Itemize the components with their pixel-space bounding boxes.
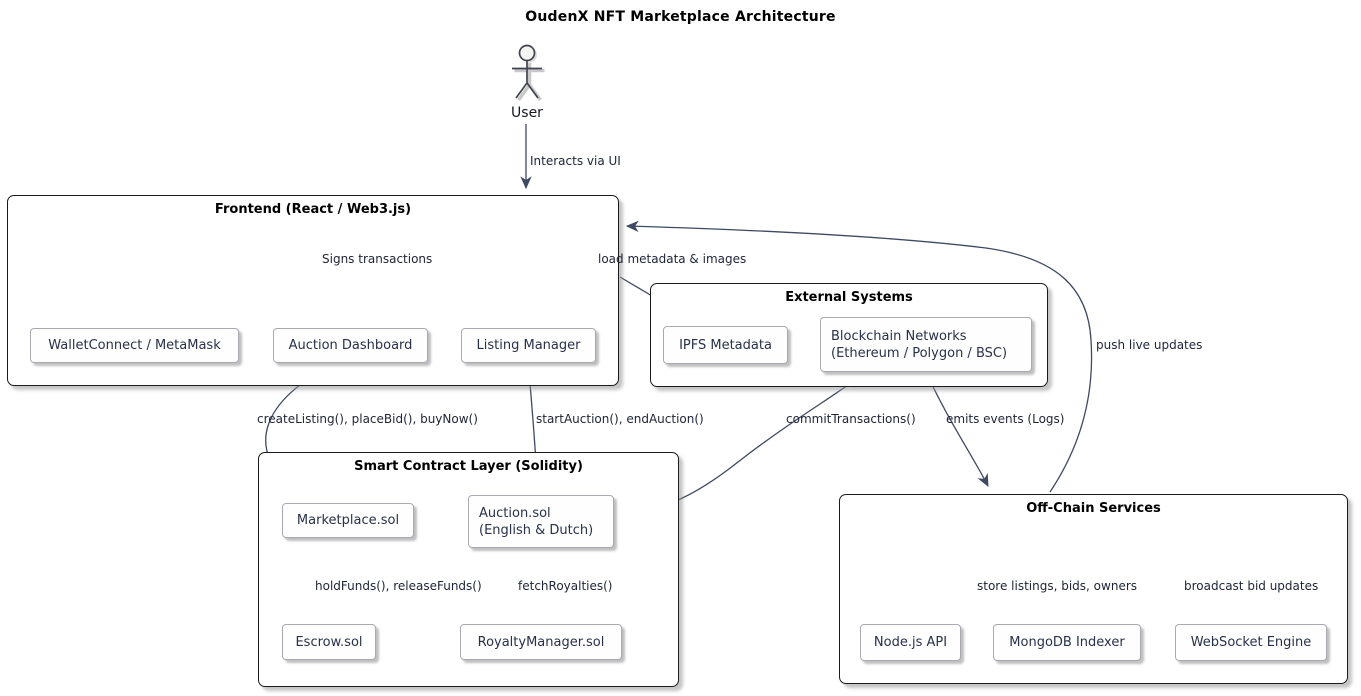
edge-offchain-to-frontend-push xyxy=(625,220,1093,493)
edge-label-interacts-via-ui: Interacts via UI xyxy=(530,154,621,168)
edge-label-create-listing: createListing(), placeBid(), buyNow() xyxy=(257,412,478,426)
group-external-systems-title: External Systems xyxy=(785,290,913,305)
node-auction-dashboard: Auction Dashboard xyxy=(273,328,428,363)
node-websocket-engine: WebSocket Engine xyxy=(1175,624,1327,661)
node-listing-manager: Listing Manager xyxy=(461,328,596,363)
node-royalty-manager-sol: RoyaltyManager.sol xyxy=(460,624,622,660)
node-blockchain-networks: Blockchain Networks (Ethereum / Polygon … xyxy=(820,317,1032,372)
node-blockchain-networks-line1: Blockchain Networks xyxy=(831,328,967,344)
group-offchain-services-title: Off-Chain Services xyxy=(1026,501,1161,516)
edge-label-fetch-royalties: fetchRoyalties() xyxy=(518,579,613,593)
edge-label-signs-transactions: Signs transactions xyxy=(322,252,433,266)
node-mongodb-indexer: MongoDB Indexer xyxy=(993,624,1141,661)
edge-label-push-live-updates: push live updates xyxy=(1096,338,1203,352)
node-nodejs-api: Node.js API xyxy=(860,624,961,661)
node-walletconnect: WalletConnect / MetaMask xyxy=(30,328,239,363)
node-blockchain-networks-line2: (Ethereum / Polygon / BSC) xyxy=(831,345,1008,361)
edge-label-start-auction: startAuction(), endAuction() xyxy=(536,412,704,426)
group-smart-contract-layer-title: Smart Contract Layer (Solidity) xyxy=(354,459,583,474)
node-ipfs-metadata: IPFS Metadata xyxy=(663,326,788,364)
diagram-title: OudenX NFT Marketplace Architecture xyxy=(525,9,836,25)
edge-label-broadcast-bids: broadcast bid updates xyxy=(1184,579,1319,593)
user-actor-icon xyxy=(512,44,542,99)
group-frontend-title: Frontend (React / Web3.js) xyxy=(214,202,412,217)
edge-label-emits-events: emits events (Logs) xyxy=(946,412,1065,426)
node-auction-sol-line1: Auction.sol xyxy=(479,505,551,521)
node-escrow-sol: Escrow.sol xyxy=(282,624,376,660)
user-actor-label: User xyxy=(511,105,543,121)
edge-label-commit-transactions: commitTransactions() xyxy=(786,412,916,426)
edge-label-load-metadata: load metadata & images xyxy=(598,252,747,266)
edge-label-hold-funds: holdFunds(), releaseFunds() xyxy=(315,579,482,593)
edge-blockchain-to-offchain xyxy=(925,371,989,488)
node-auction-sol: Auction.sol (English & Dutch) xyxy=(468,495,614,548)
edge-label-store-listings: store listings, bids, owners xyxy=(977,579,1138,593)
node-marketplace-sol: Marketplace.sol xyxy=(282,503,414,538)
node-auction-sol-line2: (English & Dutch) xyxy=(479,522,594,538)
